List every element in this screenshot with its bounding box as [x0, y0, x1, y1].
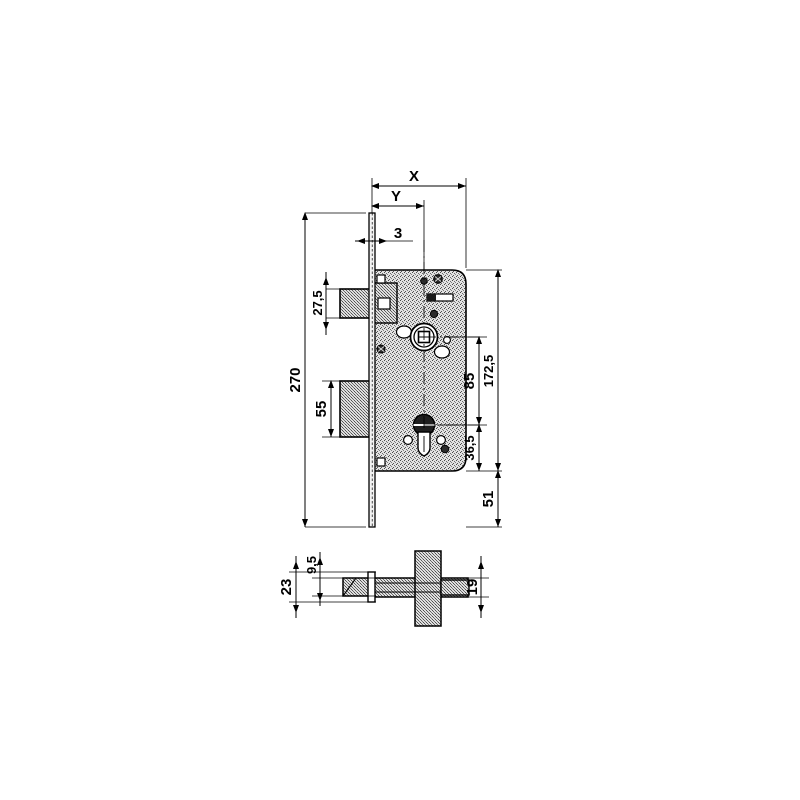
faceplate-screw-bottom [376, 457, 386, 467]
dim-label-X: X [409, 168, 419, 185]
dim-label-36-5: 36,5 [462, 435, 477, 460]
latch-housing-slot [377, 297, 391, 310]
side-view [341, 550, 470, 627]
dim-label-85: 85 [461, 373, 478, 390]
euro-profile-cylinder-hole [412, 413, 436, 457]
dimension-group-top [355, 178, 467, 270]
dim-label-172-5: 172,5 [481, 355, 496, 388]
dimension-group-right [437, 269, 502, 528]
cylinder-fixing-hole-right [436, 435, 447, 446]
relief-hole-upper [395, 325, 413, 339]
dim-label-19: 19 [464, 579, 481, 596]
front-view [339, 212, 480, 528]
dim-label-3: 3 [394, 225, 402, 242]
slotted-adjuster [426, 293, 454, 302]
side-collar [367, 571, 376, 603]
relief-hole-lower [433, 345, 451, 359]
dead-bolt [339, 380, 374, 438]
dimension-labels: X Y 3 27,5 270 55 85 36,5 172,5 51 9,5 2… [278, 168, 497, 595]
dimension-group-left [302, 212, 366, 528]
side-faceplate [414, 550, 442, 627]
dim-label-27-5: 27,5 [310, 290, 325, 315]
dimension-group-side [289, 552, 489, 618]
side-case-stub-right [440, 579, 470, 596]
dim-label-51: 51 [480, 491, 497, 508]
dim-label-Y: Y [391, 188, 401, 205]
faceplate-screw-top [376, 274, 386, 284]
side-latch-stem [342, 577, 371, 597]
dim-label-23: 23 [278, 579, 295, 596]
dim-label-270: 270 [287, 367, 304, 392]
latch-bolt [339, 288, 374, 319]
relief-hole-small [443, 336, 451, 344]
dim-label-55: 55 [313, 401, 330, 418]
cylinder-fixing-hole-left [403, 435, 414, 446]
dim-label-9-5: 9,5 [304, 556, 319, 574]
